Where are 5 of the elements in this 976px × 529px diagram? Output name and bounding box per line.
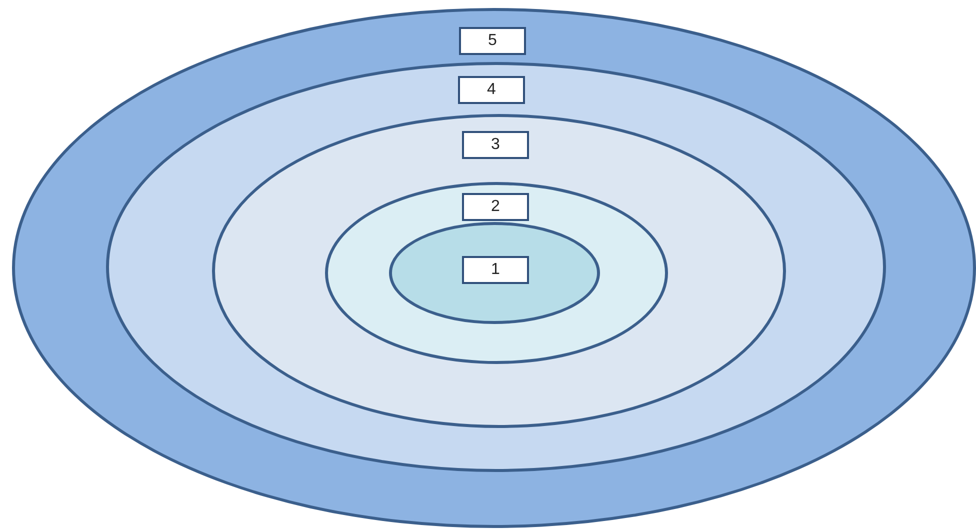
number-label: 3 bbox=[462, 131, 529, 159]
number-label: 4 bbox=[458, 76, 525, 104]
number-label: 2 bbox=[462, 193, 529, 221]
number-label: 5 bbox=[459, 27, 526, 55]
number-label: 1 bbox=[462, 256, 529, 284]
